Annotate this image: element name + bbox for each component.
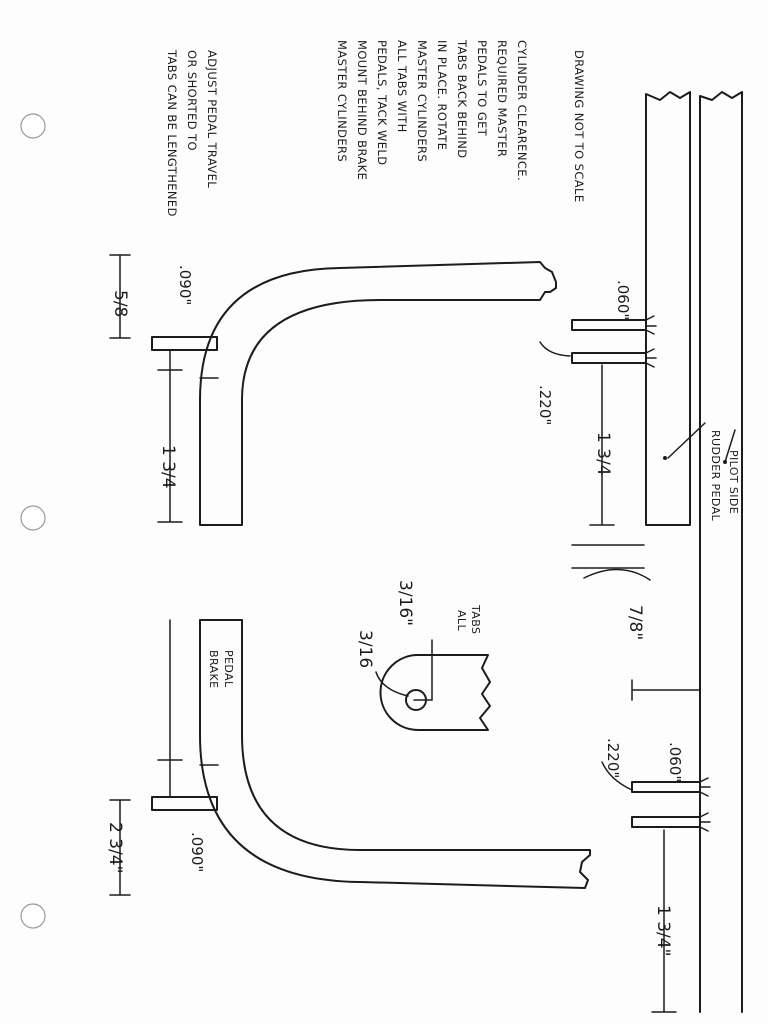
dim-label-220-bottom: .220" [604,738,622,778]
note-master-line-5: MASTER CYLINDERS [415,40,429,162]
rudder-pedal-label-1: RUDDER PEDAL [709,430,722,522]
dim-label-134-top: 1 3/4 [158,445,178,489]
note-master-line-1: MASTER CYLINDERS [335,40,349,162]
dim-label-060-top: .060" [614,280,632,320]
binder-hole-bottom [20,903,46,929]
mc-tab-lower-1 [631,781,701,793]
brake-pedal-label-2: PEDAL [222,650,235,688]
binder-hole-middle [20,505,46,531]
dim-label-060-bottom: .060" [666,742,684,782]
leader-220-top [539,341,571,357]
dim-label-234: 2 3/4" [105,822,125,873]
note-master-line-9: REQUIRED MASTER [495,40,509,157]
all-tabs-label-2: TABS [469,604,482,634]
leader-rudder-1 [667,422,706,459]
note-not-to-scale: DRAWING NOT TO SCALE [572,50,586,203]
leader-rudder-2 [724,429,736,463]
dim-label-134-lower-mc: 1 3/4" [653,905,673,956]
tab-detail [379,654,491,731]
tab-upper [151,336,218,351]
note-master-line-3: PEDALS, TACK WELD [375,40,389,165]
note-master-line-2: MOUNT BEHIND BRAKE [355,40,369,180]
dim-label-090-top: .090" [176,265,194,305]
dim-label-78: 7/8" [625,605,645,640]
dim-134-lower-mc [651,829,677,1013]
note-tabs-line-3: ADJUST PEDAL TRAVEL [205,50,219,188]
mc-tab-upper-1 [571,319,647,331]
pointer-dot-2 [723,460,727,464]
note-master-line-7: TABS BACK BEHIND [455,39,469,158]
dim-label-58: 5/8 [110,290,130,317]
weld-mark-upper [645,315,657,368]
mc-tab-lower-2 [631,816,701,828]
dim-134-upper-mc [589,364,615,526]
brake-pedal-upper [199,261,557,526]
note-tabs-line-2: OR SHORTED TO [185,50,199,151]
dim-label-radius: 3/16 [355,630,375,668]
dim-134-top [157,349,183,523]
dim-tab-bottom [157,619,183,798]
note-tabs-line-1: TABS CAN BE LENGTHENED [165,49,179,217]
brake-pedal-lower [199,619,591,889]
hole-leader [413,639,433,701]
dim-label-090-bottom: .090" [188,832,206,872]
leader-78 [583,568,651,581]
tab-lower [151,796,218,811]
dim-78 [571,544,645,569]
note-master-line-10: CYLINDER CLEARENCE. [515,40,529,181]
rudder-pedal-bar-2 [699,91,743,1013]
weld-mark-lower [699,777,711,832]
note-master-line-8: PEDALS TO GET [475,40,489,137]
dim-label-220-top: .220" [536,385,554,425]
dim-label-134-upper-mc: 1 3/4 [593,432,613,476]
dim-label-hole: 3/16" [395,580,415,626]
dim-78-arrow [631,679,701,701]
leader-220-bottom [601,761,633,791]
note-master-cylinders: MASTER CYLINDERS MOUNT BEHIND BRAKE PEDA… [335,39,529,181]
radius-leader [375,671,409,697]
note-master-line-6: IN PLACE. ROTATE [435,40,449,150]
rudder-pedal-bar-1 [645,91,691,526]
dim-234 [109,799,131,896]
dim-58 [109,254,131,339]
binder-hole-top [20,113,46,139]
rudder-pedal-label-2: PILOT SIDE [727,450,740,514]
all-tabs-label-1: ALL [455,610,468,631]
pointer-dot-1 [663,456,667,460]
mc-tab-upper-2 [571,352,647,364]
brake-pedal-label-1: BRAKE [207,650,220,688]
note-master-line-4: ALL TABS WITH [395,40,409,133]
